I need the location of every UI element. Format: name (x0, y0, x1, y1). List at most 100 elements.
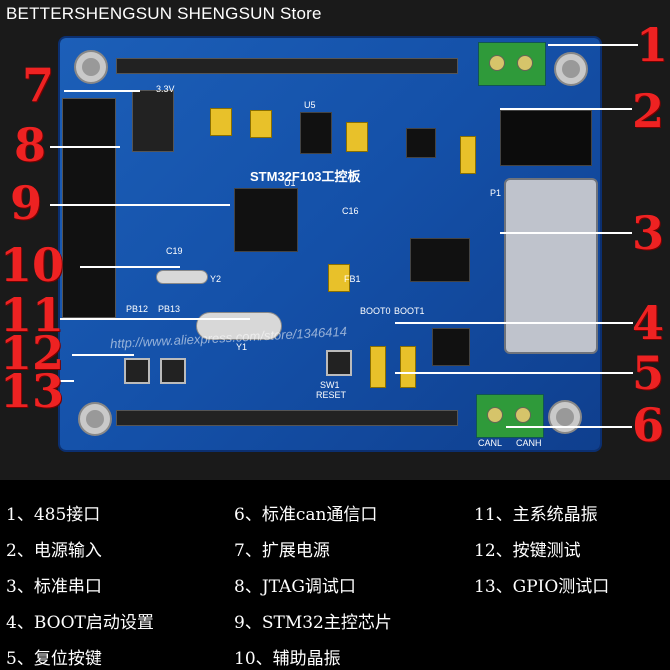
silk-u1: U1 (284, 178, 296, 188)
jtag-header (62, 98, 116, 318)
top-pin-header (116, 58, 458, 74)
legend-text-2: 电源输入 (33, 541, 102, 561)
callout-13: 13 (0, 364, 65, 418)
legend-text-6: 标准can通信口 (261, 505, 378, 525)
legend-item-10: 10、辅助晶振 (234, 644, 341, 669)
mounting-hole-bottom-right (548, 400, 582, 434)
leader-line-10 (80, 266, 180, 268)
boot0-jumper[interactable] (370, 346, 386, 388)
legend-item-7: 7、扩展电源 (234, 536, 330, 561)
legend-item-3: 3、标准串口 (6, 572, 102, 597)
rs485-screw-b (517, 55, 533, 71)
leader-line-1 (548, 44, 638, 46)
legend-text-13: GPIO测试口 (512, 577, 610, 597)
capacitor-ct2 (210, 108, 232, 136)
rs485-terminal (478, 42, 546, 86)
silk-c16: C16 (342, 206, 359, 216)
callout-2: 2 (632, 84, 665, 138)
test-button-pb13[interactable] (160, 358, 186, 384)
stm32-mcu-chip (234, 188, 298, 252)
store-name: BETTERSHENGSUN SHENGSUN Store (6, 4, 322, 23)
main-crystal-y1 (196, 312, 282, 340)
silk-boot1: BOOT1 (394, 306, 425, 316)
legend-text-7: 扩展电源 (261, 541, 330, 561)
legend-num-11: 11、 (474, 505, 513, 525)
silk-y2: Y2 (210, 274, 222, 284)
callout-8: 8 (14, 118, 47, 172)
callout-10: 10 (0, 238, 65, 292)
leader-line-11 (60, 318, 250, 320)
silk-c19: C19 (166, 246, 183, 256)
legend-item-2: 2、电源输入 (6, 536, 102, 561)
legend-text-5: 复位按键 (33, 649, 102, 669)
legend-text-1: 485接口 (33, 505, 101, 525)
leader-line-2 (500, 108, 632, 110)
board-title-silk: STM32F103工控板 (250, 169, 361, 184)
leader-line-8 (50, 146, 120, 148)
silk-canh: CANH (516, 438, 542, 448)
mounting-hole-top-left (74, 50, 108, 84)
dc-power-jack (500, 110, 592, 166)
rs485-screw-a (489, 55, 505, 71)
legend-item-13: 13、GPIO测试口 (474, 572, 609, 597)
legend-num-7: 7、 (234, 541, 262, 561)
can-transceiver-chip (432, 328, 470, 366)
capacitor-ct1 (346, 122, 368, 152)
power-jumper[interactable] (460, 136, 476, 174)
silk-u5: U5 (304, 100, 316, 110)
legend-text-12: 按键测试 (512, 541, 581, 561)
legend-num-9: 9、 (234, 613, 262, 633)
callout-9: 9 (10, 176, 43, 230)
legend-item-9: 9、STM32主控芯片 (234, 608, 392, 633)
silk-pb12: PB12 (126, 304, 149, 314)
legend-num-8: 8、 (234, 577, 262, 597)
leader-line-12 (72, 354, 134, 356)
product-photo: BETTERSHENGSUN SHENGSUN Store U5 U1 STM3… (0, 0, 670, 480)
test-button-pb12[interactable] (124, 358, 150, 384)
callout-3: 3 (632, 206, 665, 260)
can-terminal (476, 394, 544, 438)
silk-3v3: 3.3V (156, 84, 175, 94)
silk-pb13: PB13 (158, 304, 181, 314)
can-screw-h (515, 407, 531, 423)
legend-item-1: 1、485接口 (6, 500, 100, 525)
leader-line-3 (500, 232, 632, 234)
legend-text-4: BOOT启动设置 (33, 613, 154, 633)
legend-num-2: 2、 (6, 541, 34, 561)
legend-item-8: 8、JTAG调试口 (234, 572, 356, 597)
reset-button[interactable] (326, 350, 352, 376)
legend-item-6: 6、标准can通信口 (234, 500, 377, 525)
leader-line-5 (395, 372, 633, 374)
silk-y1: Y1 (236, 342, 248, 352)
legend-text-8: JTAG调试口 (261, 577, 356, 597)
silk-boot0: BOOT0 (360, 306, 391, 316)
legend-item-5: 5、复位按键 (6, 644, 102, 669)
legend-num-5: 5、 (6, 649, 34, 669)
legend-num-13: 13、 (474, 577, 513, 597)
legend-num-3: 3、 (6, 577, 34, 597)
silk-fb1: FB1 (344, 274, 361, 284)
callout-7: 7 (22, 58, 55, 112)
legend-text-10: 辅助晶振 (272, 649, 341, 669)
legend-text-9: STM32主控芯片 (261, 613, 392, 633)
leader-line-9 (50, 204, 230, 206)
leader-line-7 (64, 90, 140, 92)
silk-sw1: SW1 (320, 380, 340, 390)
callout-12: 12 (0, 326, 65, 380)
legend-num-1: 1、 (6, 505, 34, 525)
rs485-chip (406, 128, 436, 158)
legend-text-3: 标准串口 (33, 577, 102, 597)
legend-num-6: 6、 (234, 505, 262, 525)
can-screw-l (487, 407, 503, 423)
legend-text-11: 主系统晶振 (512, 505, 598, 525)
boot1-jumper[interactable] (400, 346, 416, 388)
leader-line-13 (60, 380, 74, 382)
legend-num-4: 4、 (6, 613, 34, 633)
silk-reset: RESET (316, 390, 347, 400)
leader-line-4 (395, 322, 633, 324)
callout-5: 5 (632, 346, 665, 400)
aux-crystal-y2 (156, 270, 208, 284)
silk-canl: CANL (478, 438, 503, 448)
callout-6: 6 (632, 398, 665, 452)
legend-num-10: 10、 (234, 649, 273, 669)
